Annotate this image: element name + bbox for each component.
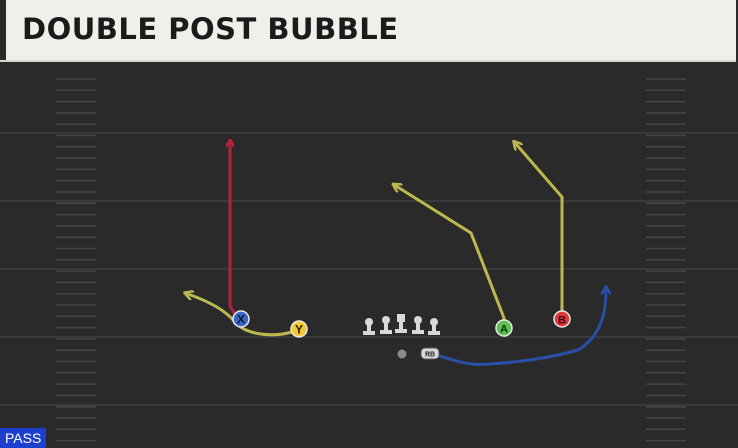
player-x[interactable]: X <box>232 310 250 328</box>
player-b[interactable]: B <box>553 310 571 328</box>
player-a-label: A <box>500 324 508 336</box>
player-rb-label: RB <box>425 352 435 359</box>
football <box>397 349 407 359</box>
player-x-label: X <box>237 313 245 327</box>
player-rb[interactable]: RB <box>420 347 440 360</box>
play-title: DOUBLE POST BUBBLE <box>22 12 399 46</box>
title-bar: DOUBLE POST BUBBLE <box>0 0 736 62</box>
player-y[interactable]: Y <box>290 320 308 338</box>
player-b-label: B <box>558 315 566 327</box>
title-accent <box>0 0 6 60</box>
route-b-post <box>516 144 564 316</box>
route-x-vertical <box>230 143 238 318</box>
route-rb-wheel <box>434 290 606 366</box>
lineman-left-guard <box>380 316 392 334</box>
lineman-center <box>395 314 407 333</box>
hash-marks <box>56 78 686 442</box>
player-y-label: Y <box>295 323 303 337</box>
lineman-right-guard <box>412 316 424 334</box>
yard-lines <box>0 132 738 406</box>
player-a[interactable]: A <box>495 319 513 337</box>
lineman-left-tackle <box>363 318 375 335</box>
offensive-line <box>363 314 440 335</box>
lineman-right-tackle <box>428 318 440 335</box>
play-type-badge: PASS <box>0 428 47 448</box>
